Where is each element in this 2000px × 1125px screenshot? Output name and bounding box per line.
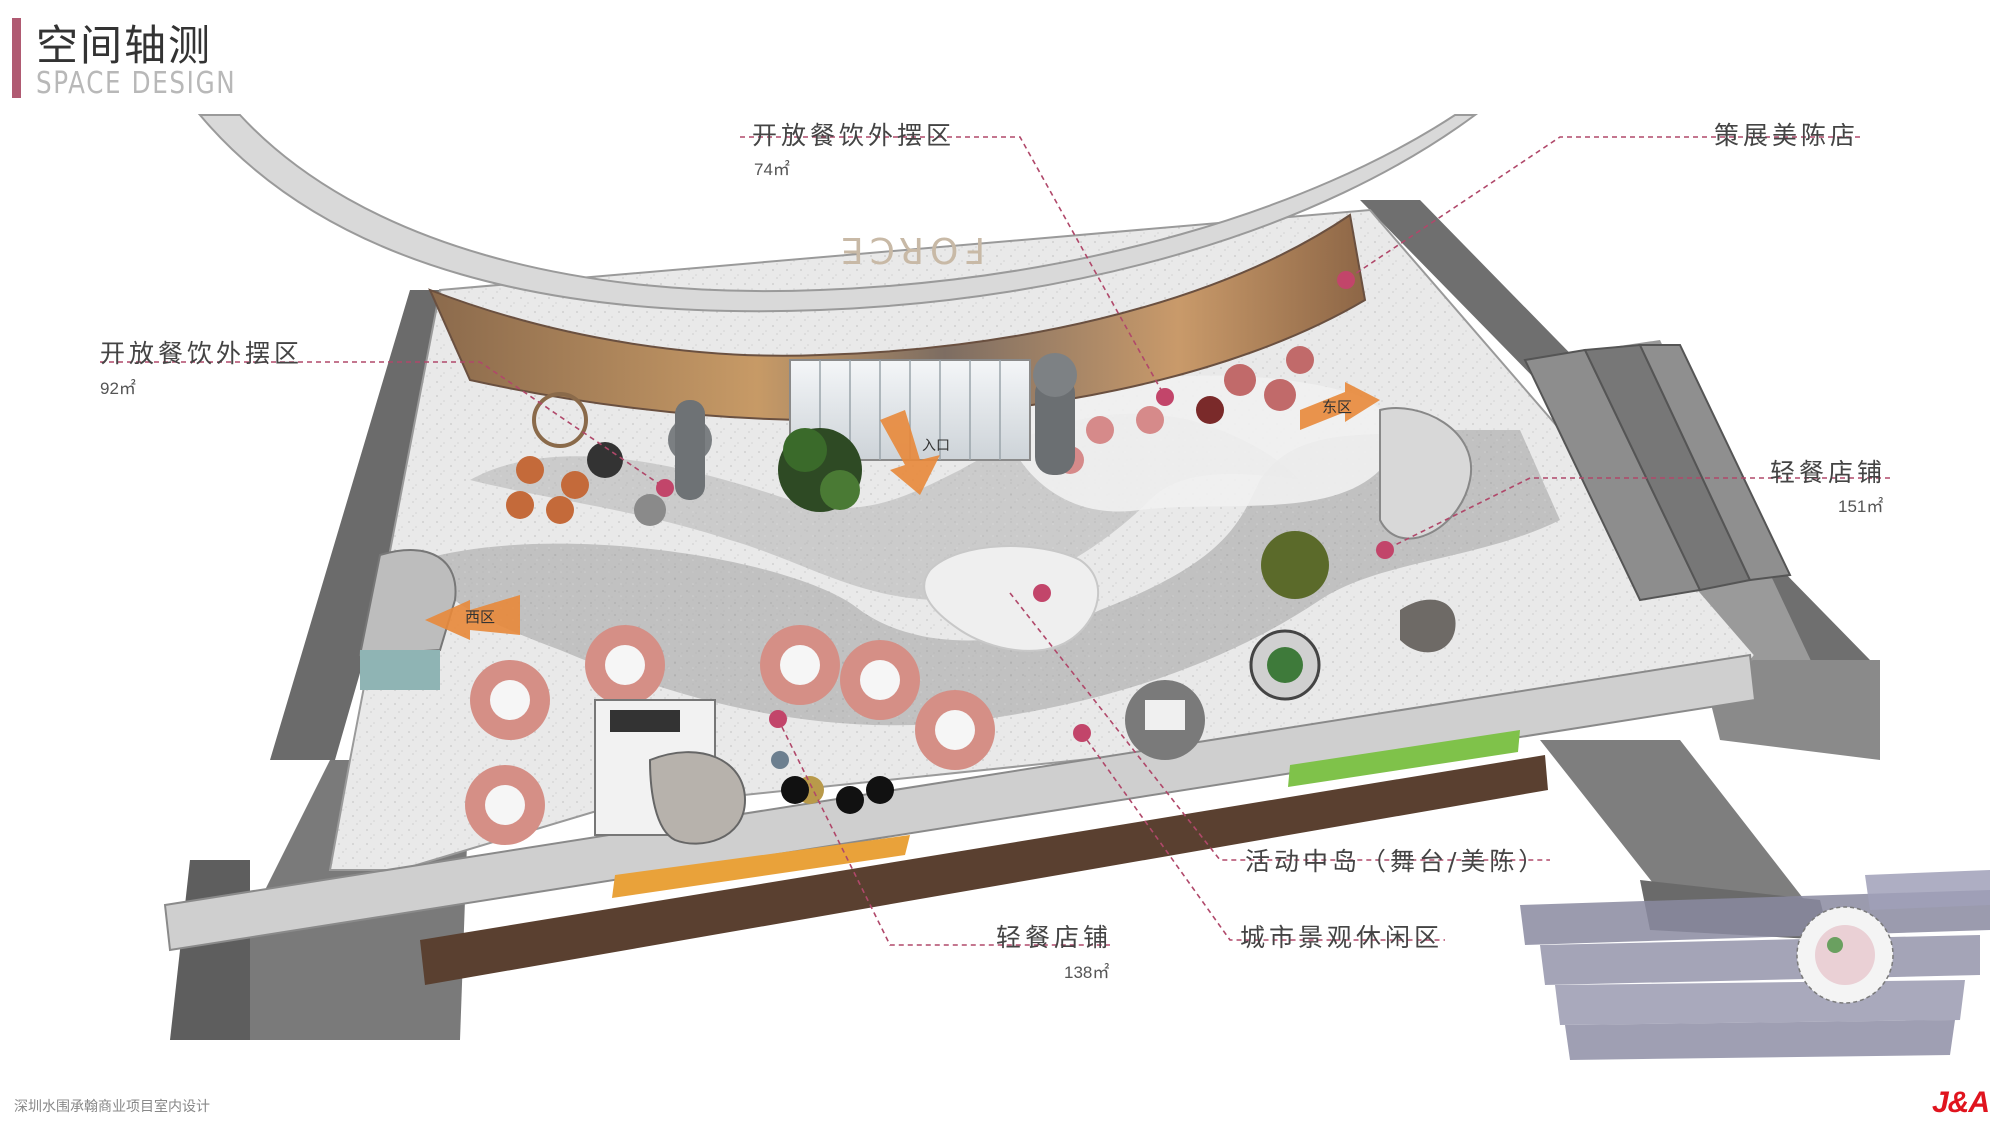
right-dining-and-planters xyxy=(1033,346,1473,760)
callout-light-dining-bottom: 轻餐店铺 xyxy=(996,923,1113,952)
callout-light-dining-right: 轻餐店铺 xyxy=(1770,458,1887,487)
callout-open-dining-left-area: 92㎡ xyxy=(100,379,136,398)
callout-open-dining-top-area: 74㎡ xyxy=(754,160,790,179)
east-arrow: 东区 xyxy=(1300,382,1380,430)
callout-leaders xyxy=(100,136,1890,946)
callout-open-dining-left: 开放餐饮外摆区 xyxy=(100,339,304,368)
page-title: 空间轴测 xyxy=(36,21,213,70)
entrance-arrow: 入口 xyxy=(880,410,950,495)
project-name: 深圳水围承翰商业项目室内设计 xyxy=(14,1099,210,1115)
callout-markers xyxy=(656,271,1394,742)
escalators xyxy=(1523,343,1792,602)
callout-light-dining-bottom-area: 138㎡ xyxy=(1064,963,1110,982)
callout-open-dining-top: 开放餐饮外摆区 xyxy=(752,121,956,150)
dining-area-bottom-left xyxy=(465,625,995,845)
callout-light-dining-right-area: 151㎡ xyxy=(1838,497,1884,516)
building-section-inset xyxy=(1520,870,1990,1060)
west-arrow: 西区 xyxy=(425,595,520,640)
curved-facade: FORCE xyxy=(197,114,1479,461)
left-stair xyxy=(358,549,457,690)
callout-curated-store: 策展美陈店 xyxy=(1714,121,1860,150)
east-zone-label: 东区 xyxy=(1322,398,1352,416)
page-subtitle: SPACE DESIGN xyxy=(36,66,237,101)
west-zone-label: 西区 xyxy=(465,608,495,626)
company-logo: J&A xyxy=(1932,1086,1990,1119)
callout-urban-leisure: 城市景观休闲区 xyxy=(1240,923,1444,952)
entrance-label: 入口 xyxy=(922,438,950,454)
dining-area-top-left xyxy=(506,392,862,526)
title-accent-bar xyxy=(12,18,21,98)
brand-sign: FORCE xyxy=(835,229,985,270)
front-facade-strip xyxy=(163,653,1757,985)
callout-activity-island: 活动中岛（舞台/美陈） xyxy=(1245,847,1548,876)
